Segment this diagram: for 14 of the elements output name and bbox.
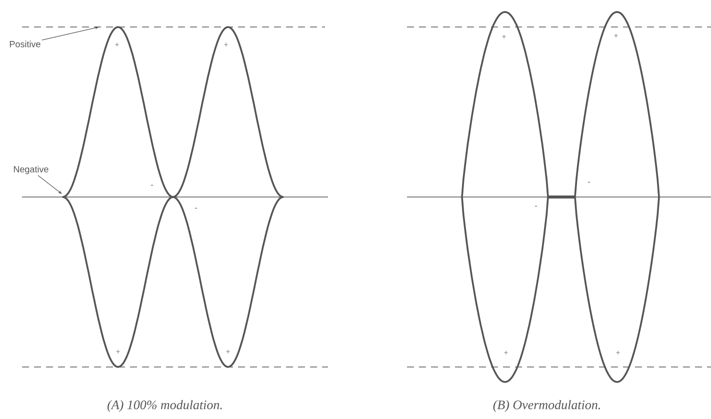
sign-mark: + — [226, 350, 230, 354]
sign-mark: + — [504, 350, 508, 354]
sign-mark: + — [614, 34, 618, 38]
sign-mark: + — [115, 42, 119, 46]
caption: (A) 100% modulation. — [108, 400, 222, 412]
sign-mark: + — [224, 42, 228, 46]
callout-label: Negative — [14, 166, 48, 174]
sign-mark: + — [502, 34, 506, 38]
sign-mark: + — [616, 350, 620, 354]
callout-label: Positive — [10, 40, 40, 48]
caption: (B) Overmodulation. — [493, 400, 600, 412]
sign-mark: + — [116, 350, 120, 354]
sign-mark: - — [150, 184, 154, 186]
leader-line — [38, 175, 62, 194]
